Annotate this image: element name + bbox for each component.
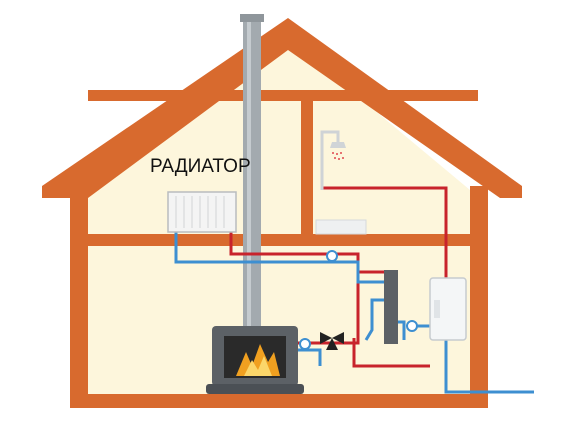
middle-floor (70, 234, 488, 246)
manifold (384, 270, 398, 344)
right-wall (470, 186, 488, 404)
ground-floor (70, 394, 488, 408)
cold-pipes (174, 232, 534, 394)
chimney-highlight (247, 22, 251, 328)
valve-icon (320, 332, 344, 350)
shower-icon (315, 130, 367, 235)
boiler-icon (429, 277, 467, 341)
attic-interior (88, 38, 470, 402)
stove-icon (206, 326, 304, 394)
radiator-label: РАДИАТОР (150, 156, 251, 177)
left-wall (70, 186, 88, 408)
radiator-icon (167, 191, 237, 233)
chimney-cap (240, 14, 264, 22)
pump-icon (299, 250, 418, 350)
roof (42, 18, 522, 198)
attic-beam (88, 90, 478, 101)
partition-wall (301, 100, 313, 238)
